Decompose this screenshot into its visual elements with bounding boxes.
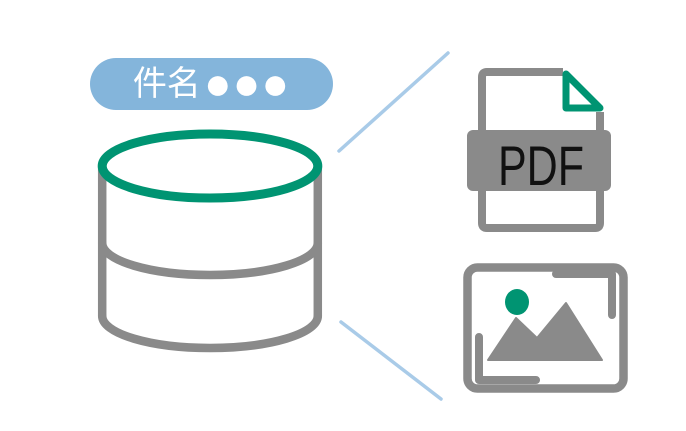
image-corner-accent-top-right [552, 270, 616, 319]
database-divider-arc [97, 238, 323, 280]
pdf-file-icon: PDF [467, 68, 611, 232]
subject-badge-text: 件名 [132, 65, 201, 103]
database-top-ellipse [97, 129, 323, 203]
image-mountains [487, 302, 603, 361]
pdf-fold-corner-icon [562, 70, 604, 112]
connector-line-to-pdf [337, 51, 450, 153]
pdf-label-band [467, 130, 611, 191]
image-frame [463, 263, 628, 393]
subject-badge-dots: ●●● [203, 56, 291, 109]
pdf-label: PDF [498, 134, 584, 197]
image-corner-accent-bottom-left [475, 333, 540, 384]
pdf-document-outline [478, 68, 604, 232]
database-bottom-arc [97, 311, 323, 353]
subject-badge: 件名 ●●● [90, 58, 333, 110]
connector-line-to-image [339, 320, 443, 401]
image-file-icon [463, 263, 628, 393]
image-sun-circle [505, 289, 529, 315]
database-cylinder-icon [97, 129, 323, 353]
